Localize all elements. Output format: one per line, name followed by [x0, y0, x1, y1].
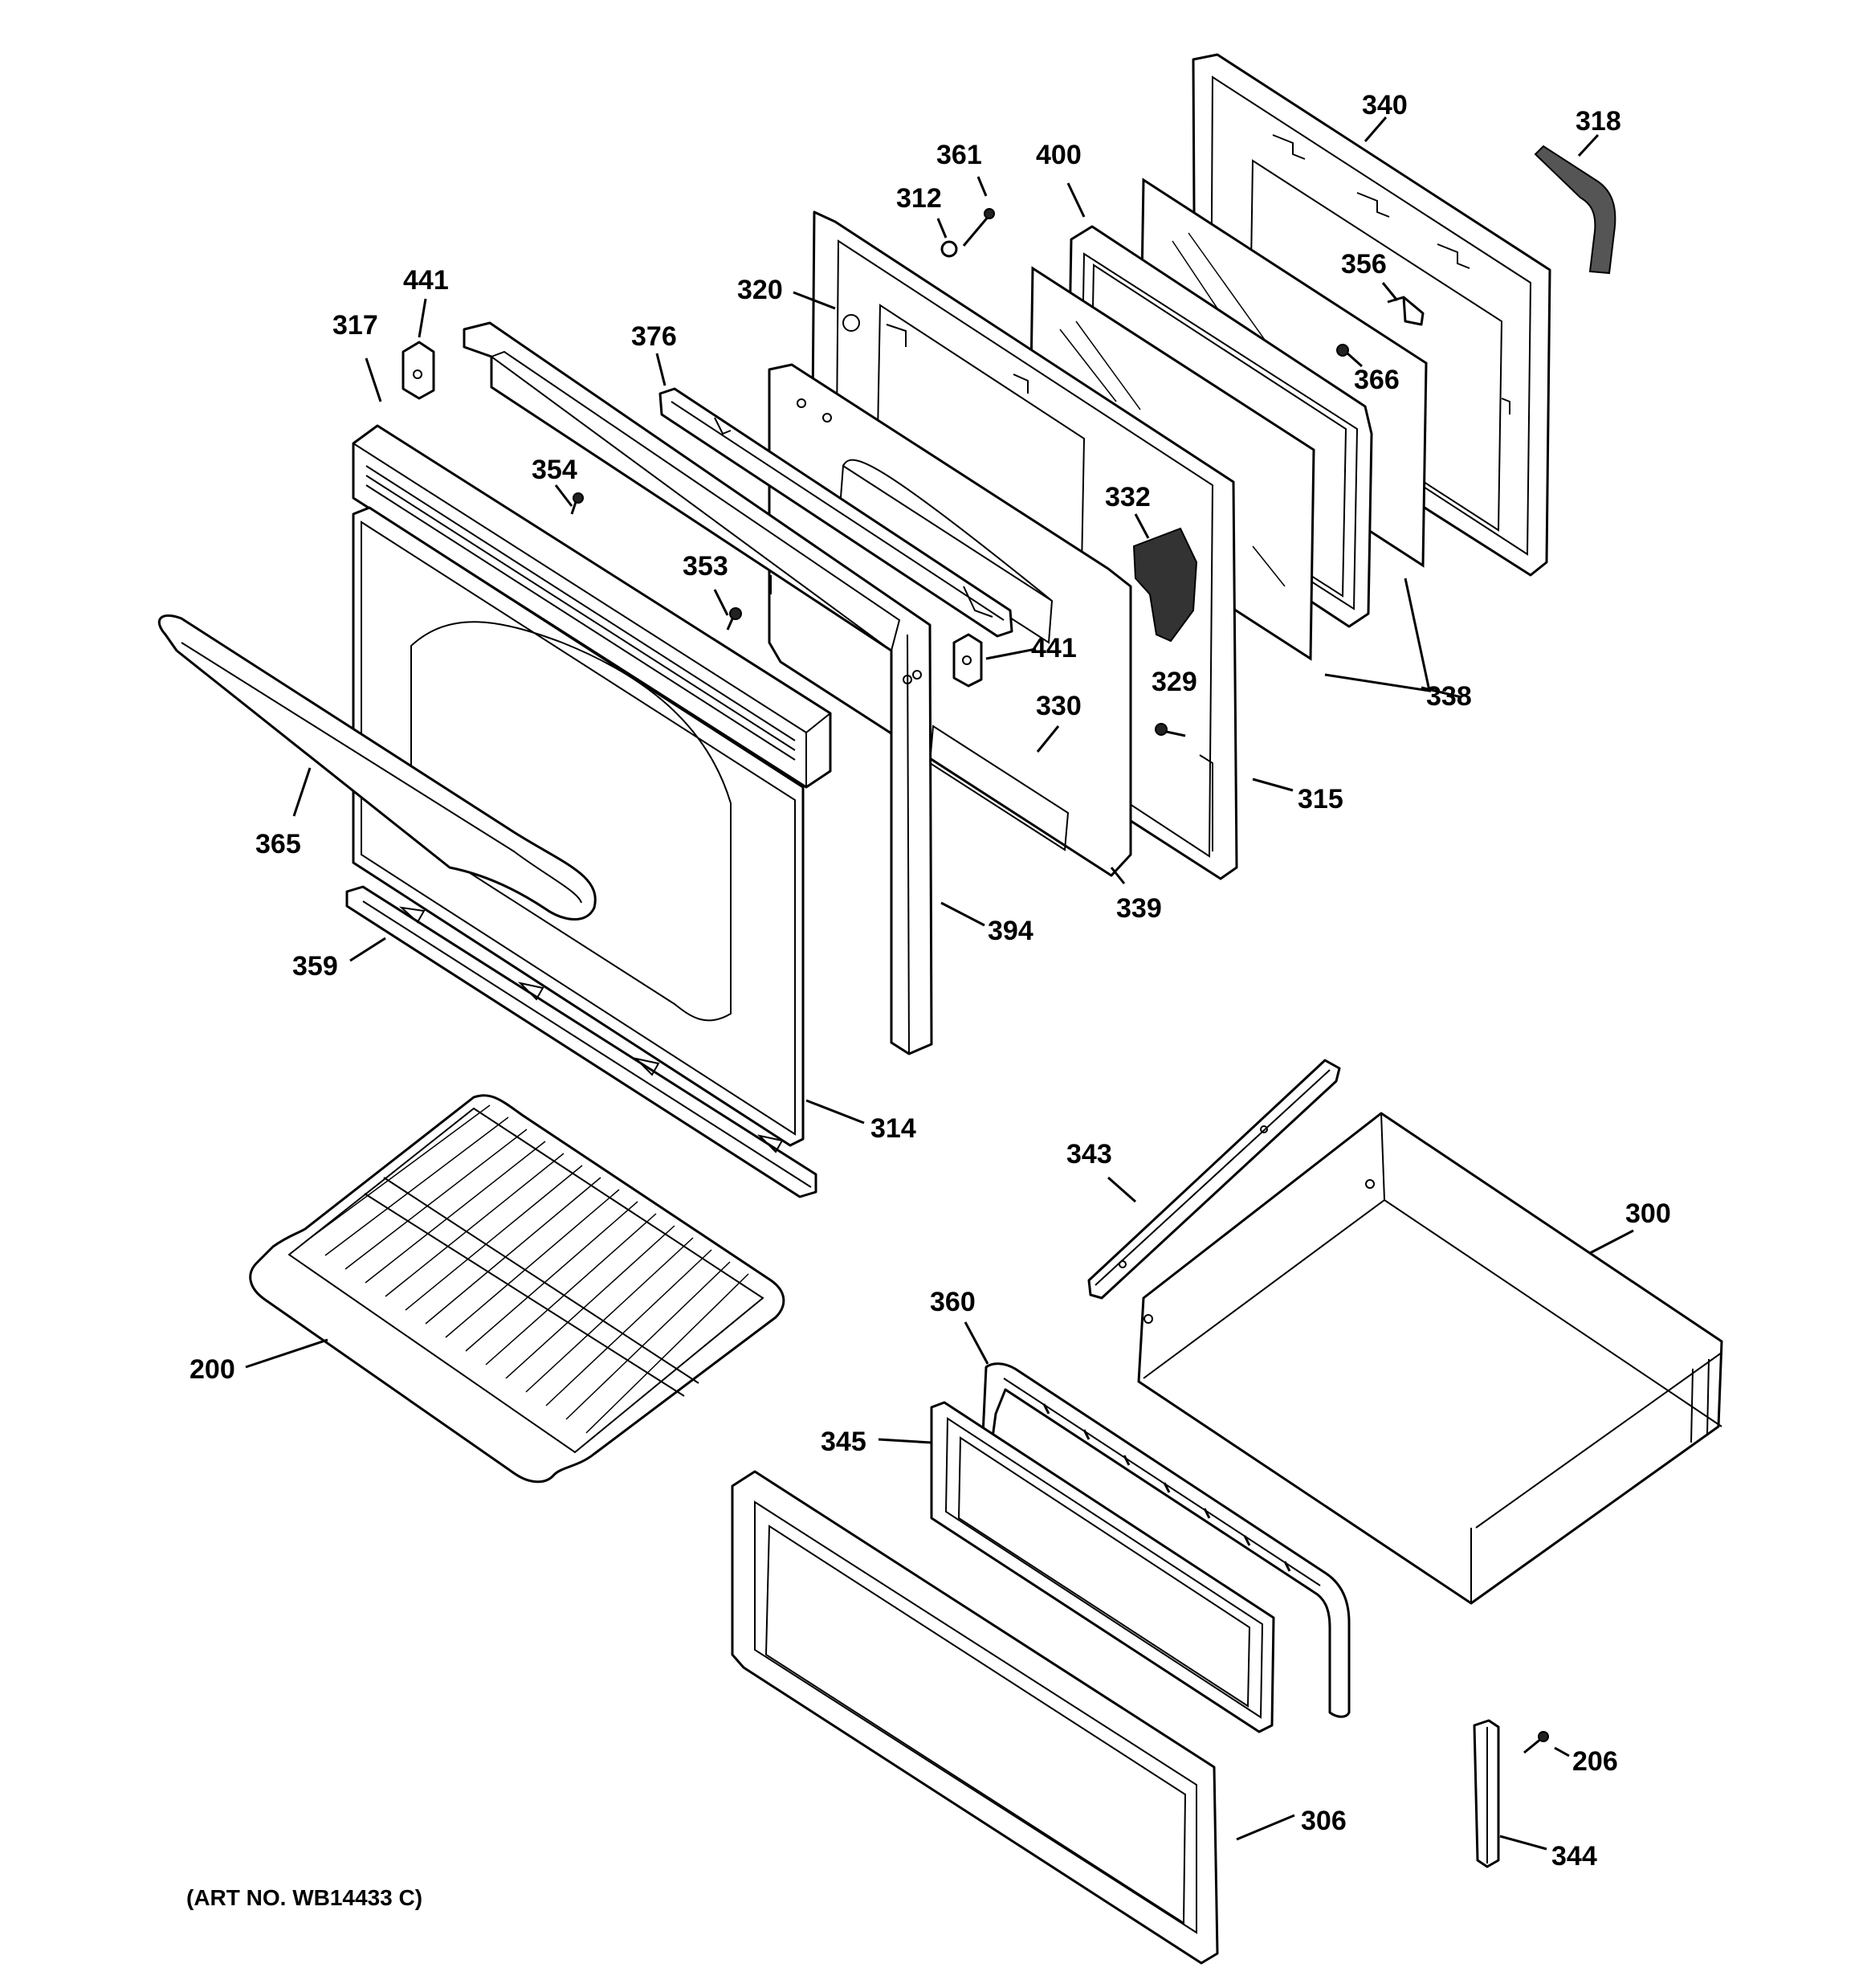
label-353: 353: [683, 551, 728, 582]
label-345: 345: [821, 1427, 866, 1457]
part-376-channel: [658, 387, 1013, 638]
part-332-insulation: [1132, 527, 1198, 643]
part-300-drawer-box: [1137, 1112, 1723, 1605]
part-365-handle: [157, 614, 597, 921]
screw-361: [962, 208, 995, 247]
label-306: 306: [1301, 1806, 1347, 1836]
label-361: 361: [936, 140, 982, 170]
label-441-mid: 441: [1031, 633, 1077, 663]
label-300: 300: [1625, 1198, 1671, 1229]
rack-wires: [304, 1104, 749, 1434]
label-340: 340: [1362, 90, 1408, 120]
label-394: 394: [988, 916, 1033, 946]
label-356: 356: [1341, 249, 1387, 280]
clip-356: [1387, 296, 1425, 326]
part-306-drawer-front: [731, 1470, 1219, 1965]
label-344: 344: [1551, 1841, 1597, 1872]
screw-366: [1336, 344, 1349, 357]
label-200: 200: [190, 1354, 235, 1385]
label-314: 314: [870, 1113, 916, 1144]
part-344-bracket: [1473, 1719, 1500, 1868]
part-labels: 340 318 361 400 312 356 320 441 317 376 …: [190, 90, 1671, 1872]
label-376: 376: [631, 321, 677, 352]
part-441-bracket-mid: [952, 633, 983, 688]
label-441-top: 441: [403, 265, 449, 296]
label-339: 339: [1116, 893, 1162, 924]
part-318-gasket: [1534, 145, 1616, 275]
nut-312: [940, 240, 958, 258]
label-366: 366: [1354, 365, 1400, 395]
label-320: 320: [737, 275, 783, 305]
label-360: 360: [930, 1287, 976, 1317]
label-317: 317: [332, 310, 378, 341]
label-400: 400: [1036, 140, 1082, 170]
label-330: 330: [1036, 691, 1082, 721]
part-343-rail: [1087, 1059, 1341, 1300]
leader-lines: [245, 116, 1634, 1851]
part-345-drawer-panel: [930, 1401, 1275, 1733]
part-200-oven-rack: [249, 1094, 785, 1484]
label-354: 354: [532, 455, 577, 485]
art-number: (ART NO. WB14433 C): [186, 1885, 422, 1910]
screw-329: [1155, 723, 1186, 737]
label-332: 332: [1105, 482, 1151, 512]
label-359: 359: [292, 951, 338, 982]
part-394-door-frame: [463, 321, 933, 1055]
screw-354: [570, 492, 584, 515]
label-312: 312: [896, 183, 942, 214]
label-343: 343: [1066, 1139, 1112, 1170]
part-441-bracket-top: [402, 341, 435, 400]
label-206: 206: [1572, 1746, 1618, 1777]
label-338: 338: [1426, 681, 1472, 712]
label-318: 318: [1576, 106, 1621, 137]
screw-353: [726, 607, 742, 631]
frame-clips: [1042, 1403, 1291, 1572]
part-359-bottom-trim: [345, 885, 817, 1198]
label-329: 329: [1152, 667, 1197, 697]
part-317-vent-trim: [352, 424, 832, 789]
part-360-drawer-frame: [981, 1362, 1351, 1718]
label-315: 315: [1298, 784, 1343, 814]
label-365: 365: [255, 829, 301, 859]
screw-206: [1523, 1731, 1549, 1754]
